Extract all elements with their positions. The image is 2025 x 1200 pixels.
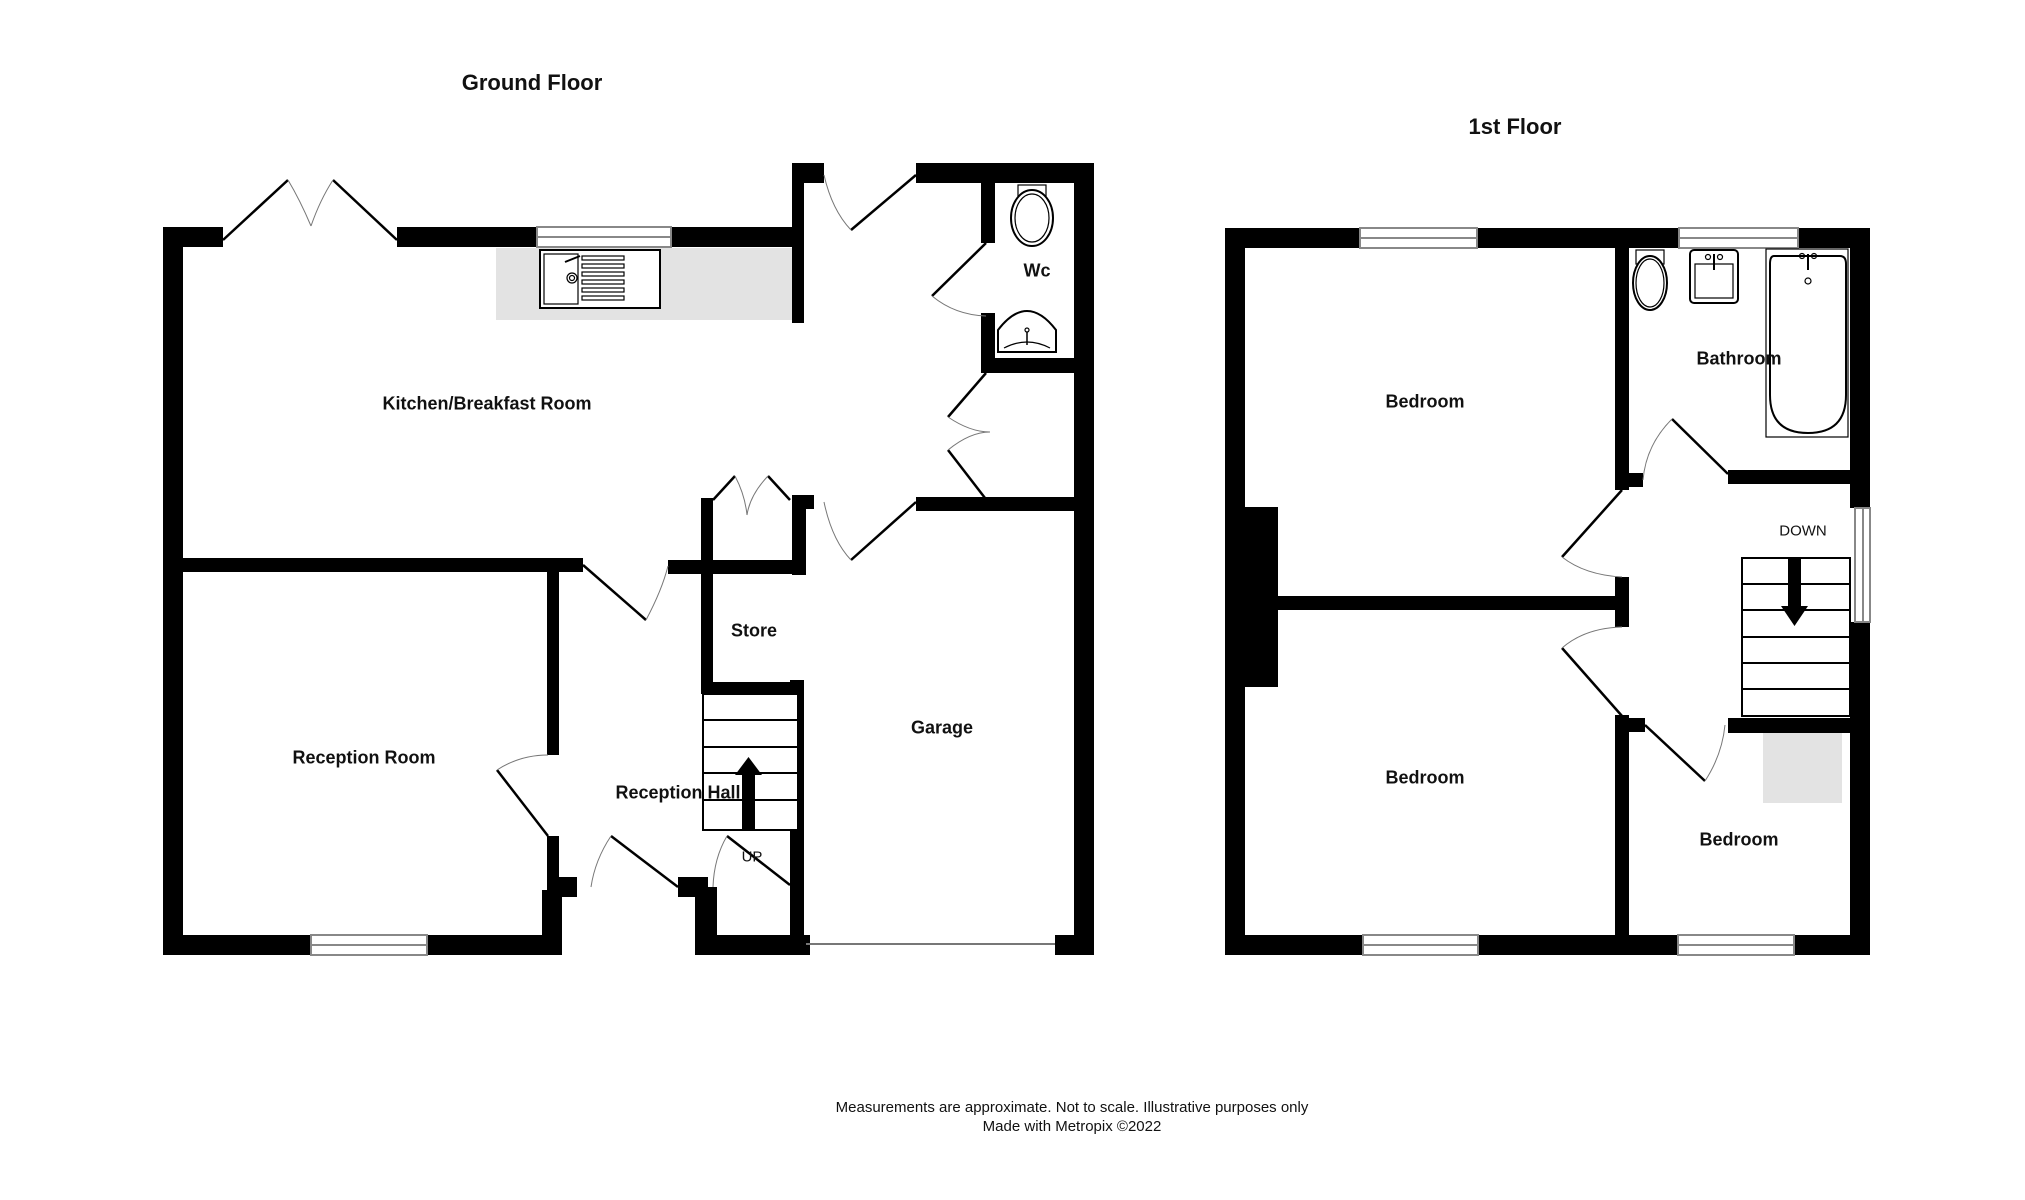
door-swings	[1561, 418, 1729, 782]
disclaimer-text: Measurements are approximate. Not to sca…	[835, 1099, 1309, 1116]
staircase-up	[702, 693, 799, 831]
window-icon	[1359, 227, 1478, 249]
first-floor-plan	[1225, 227, 1871, 956]
room-label-garage: Garage	[910, 717, 974, 738]
door-swings	[222, 174, 991, 888]
window-icon	[310, 934, 428, 956]
landing-cupboard	[1763, 733, 1842, 803]
sink-icon	[539, 249, 661, 309]
window-icon	[1677, 934, 1795, 956]
arrow-down-icon	[1781, 558, 1808, 626]
stairs-up-label: UP	[741, 848, 763, 866]
credit-text: Made with Metropix ©2022	[982, 1118, 1162, 1135]
bath-icon	[1765, 248, 1849, 438]
room-label-wc: Wc	[1023, 260, 1051, 281]
room-label-bedroom-2: Bedroom	[1385, 767, 1465, 788]
room-label-bathroom: Bathroom	[1696, 348, 1782, 369]
room-label-reception-room: Reception Room	[292, 747, 436, 768]
room-label-store: Store	[730, 620, 778, 641]
toilet-icon	[1010, 184, 1054, 247]
first-floor-heading: 1st Floor	[1468, 114, 1562, 139]
ground-floor-heading: Ground Floor	[461, 70, 603, 95]
room-label-reception-hall: Reception Hall	[615, 782, 741, 803]
toilet-icon	[1632, 249, 1668, 311]
room-label-bedroom-1: Bedroom	[1385, 391, 1465, 412]
stairs-down-label: DOWN	[1779, 522, 1827, 540]
arrow-up-icon	[735, 757, 762, 830]
window-icon	[1854, 507, 1871, 623]
ground-floor-plan	[163, 163, 1094, 956]
window-icon	[536, 226, 672, 248]
window-icon	[1362, 934, 1479, 956]
room-label-bedroom-3: Bedroom	[1699, 829, 1779, 850]
window-icon	[1678, 227, 1799, 249]
room-label-kitchen: Kitchen/Breakfast Room	[382, 393, 592, 414]
footer: Measurements are approximate. Not to sca…	[836, 1098, 1309, 1136]
basin-icon	[1689, 249, 1739, 304]
staircase-down	[1741, 557, 1851, 717]
basin-icon	[997, 310, 1057, 353]
